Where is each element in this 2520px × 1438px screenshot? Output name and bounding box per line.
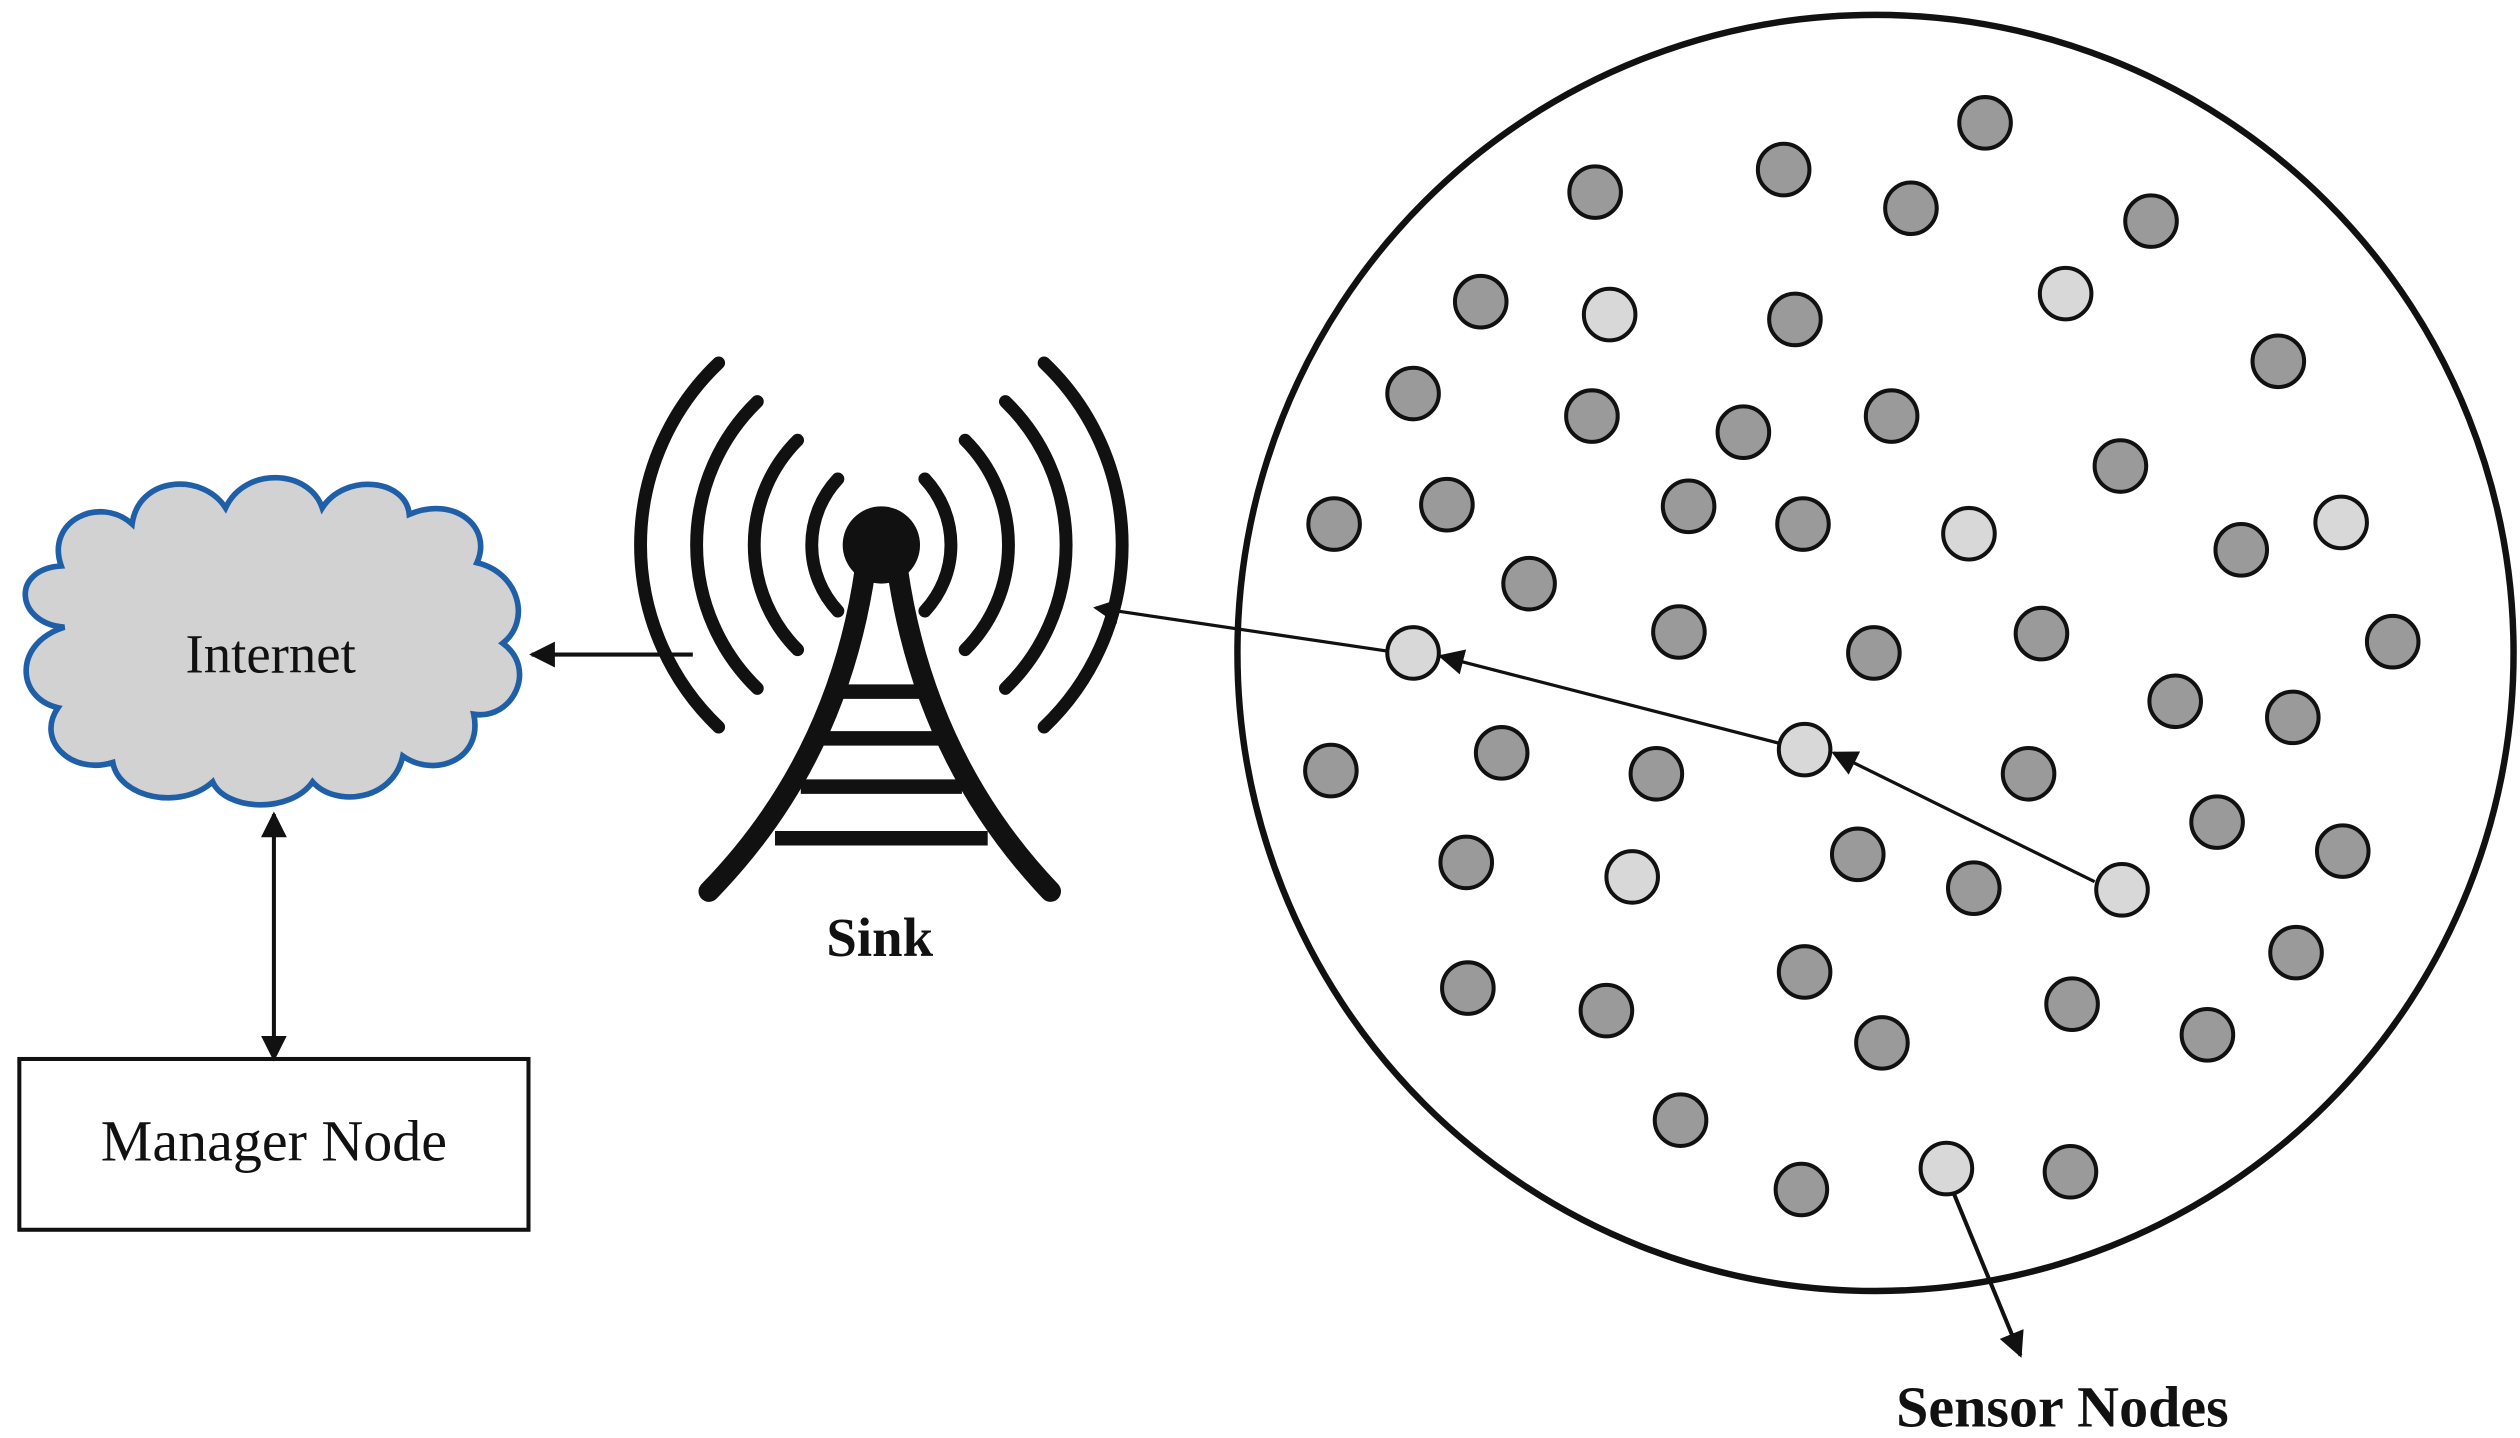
sensor-node (1773, 1161, 1830, 1218)
hop-arrow-2 (1437, 649, 1780, 745)
sensor-node-relay (2037, 265, 2094, 322)
sensor-node-relay (1385, 625, 1441, 681)
sensor-node (1652, 1092, 1709, 1148)
sensor-node (1715, 404, 1772, 460)
sensor-node (2013, 605, 2070, 662)
sensor-node (1438, 834, 1495, 891)
sensor-node (1957, 95, 2013, 151)
hop-arrow-1 (1831, 751, 2096, 884)
sensor-node (1501, 555, 1557, 612)
sensor-node (1651, 604, 1707, 660)
sensor-node (2000, 745, 2057, 802)
sink-tower: Sink (634, 356, 1129, 968)
sensor-node (1628, 745, 1685, 802)
sensor-node (1854, 1015, 1910, 1071)
sensor-nodes-label: Sensor Nodes (1896, 1374, 2228, 1438)
sensor-node-relay (2094, 861, 2150, 918)
sensor-node (2147, 673, 2203, 730)
sensor-node (1567, 164, 1623, 220)
sensor-node (1846, 625, 1902, 681)
sensor-node-relay (1581, 286, 1638, 343)
sensor-node (1829, 826, 1886, 883)
sensor-label-pointer (1950, 1190, 2024, 1358)
sensor-node-relay (1918, 1140, 1975, 1197)
sensor-node (1419, 476, 1475, 533)
sensor-node (1578, 982, 1635, 1039)
sensor-node (1945, 860, 2002, 916)
sensor-node (1440, 960, 1496, 1016)
sensor-node (1755, 141, 1812, 198)
sensor-node (1775, 496, 1831, 552)
sensor-node-relay (1776, 721, 1833, 778)
sensor-node (2364, 613, 2421, 670)
sensor-node (1306, 496, 1362, 552)
sensor-node (2314, 823, 2371, 879)
sensor-node (1863, 388, 1920, 444)
sensor-node (2213, 522, 2270, 578)
sensor-nodes (1303, 95, 2421, 1218)
internet-cloud: Internet (22, 474, 523, 808)
cloud-icon (22, 474, 523, 808)
sensor-node (1776, 944, 1833, 1000)
sensor-node (1767, 291, 1823, 348)
sensor-node-relay (1941, 505, 1997, 562)
sensor-node (2250, 333, 2307, 390)
internet-label: Internet (186, 623, 356, 684)
sensor-node (1883, 180, 1939, 237)
sensor-node (2092, 438, 2149, 494)
sensor-node (2268, 924, 2324, 981)
sensor-node (1385, 365, 1441, 422)
sink-label: Sink (826, 907, 933, 968)
sensor-node (2042, 1143, 2099, 1200)
sensor-node (1452, 273, 1509, 330)
manager-node-box: Manager Node (17, 1056, 531, 1232)
sensor-node (2265, 689, 2321, 746)
sensor-node (1303, 742, 1359, 799)
sensor-node (2123, 193, 2179, 249)
sensor-node (2189, 794, 2245, 850)
sensor-node (1473, 725, 1530, 781)
manager-node-label: Manager Node (101, 1108, 447, 1173)
sensor-node (1660, 478, 1717, 535)
hop-arrow-3 (1093, 598, 1390, 653)
sensor-node-relay (1604, 849, 1660, 905)
sensor-node (2179, 1007, 2236, 1063)
sensor-node (1564, 388, 1620, 444)
manager-node-rect (17, 1056, 531, 1232)
sensor-node (2044, 976, 2100, 1032)
radio-tower-icon (634, 356, 1129, 902)
sensor-node-relay (2313, 494, 2369, 551)
